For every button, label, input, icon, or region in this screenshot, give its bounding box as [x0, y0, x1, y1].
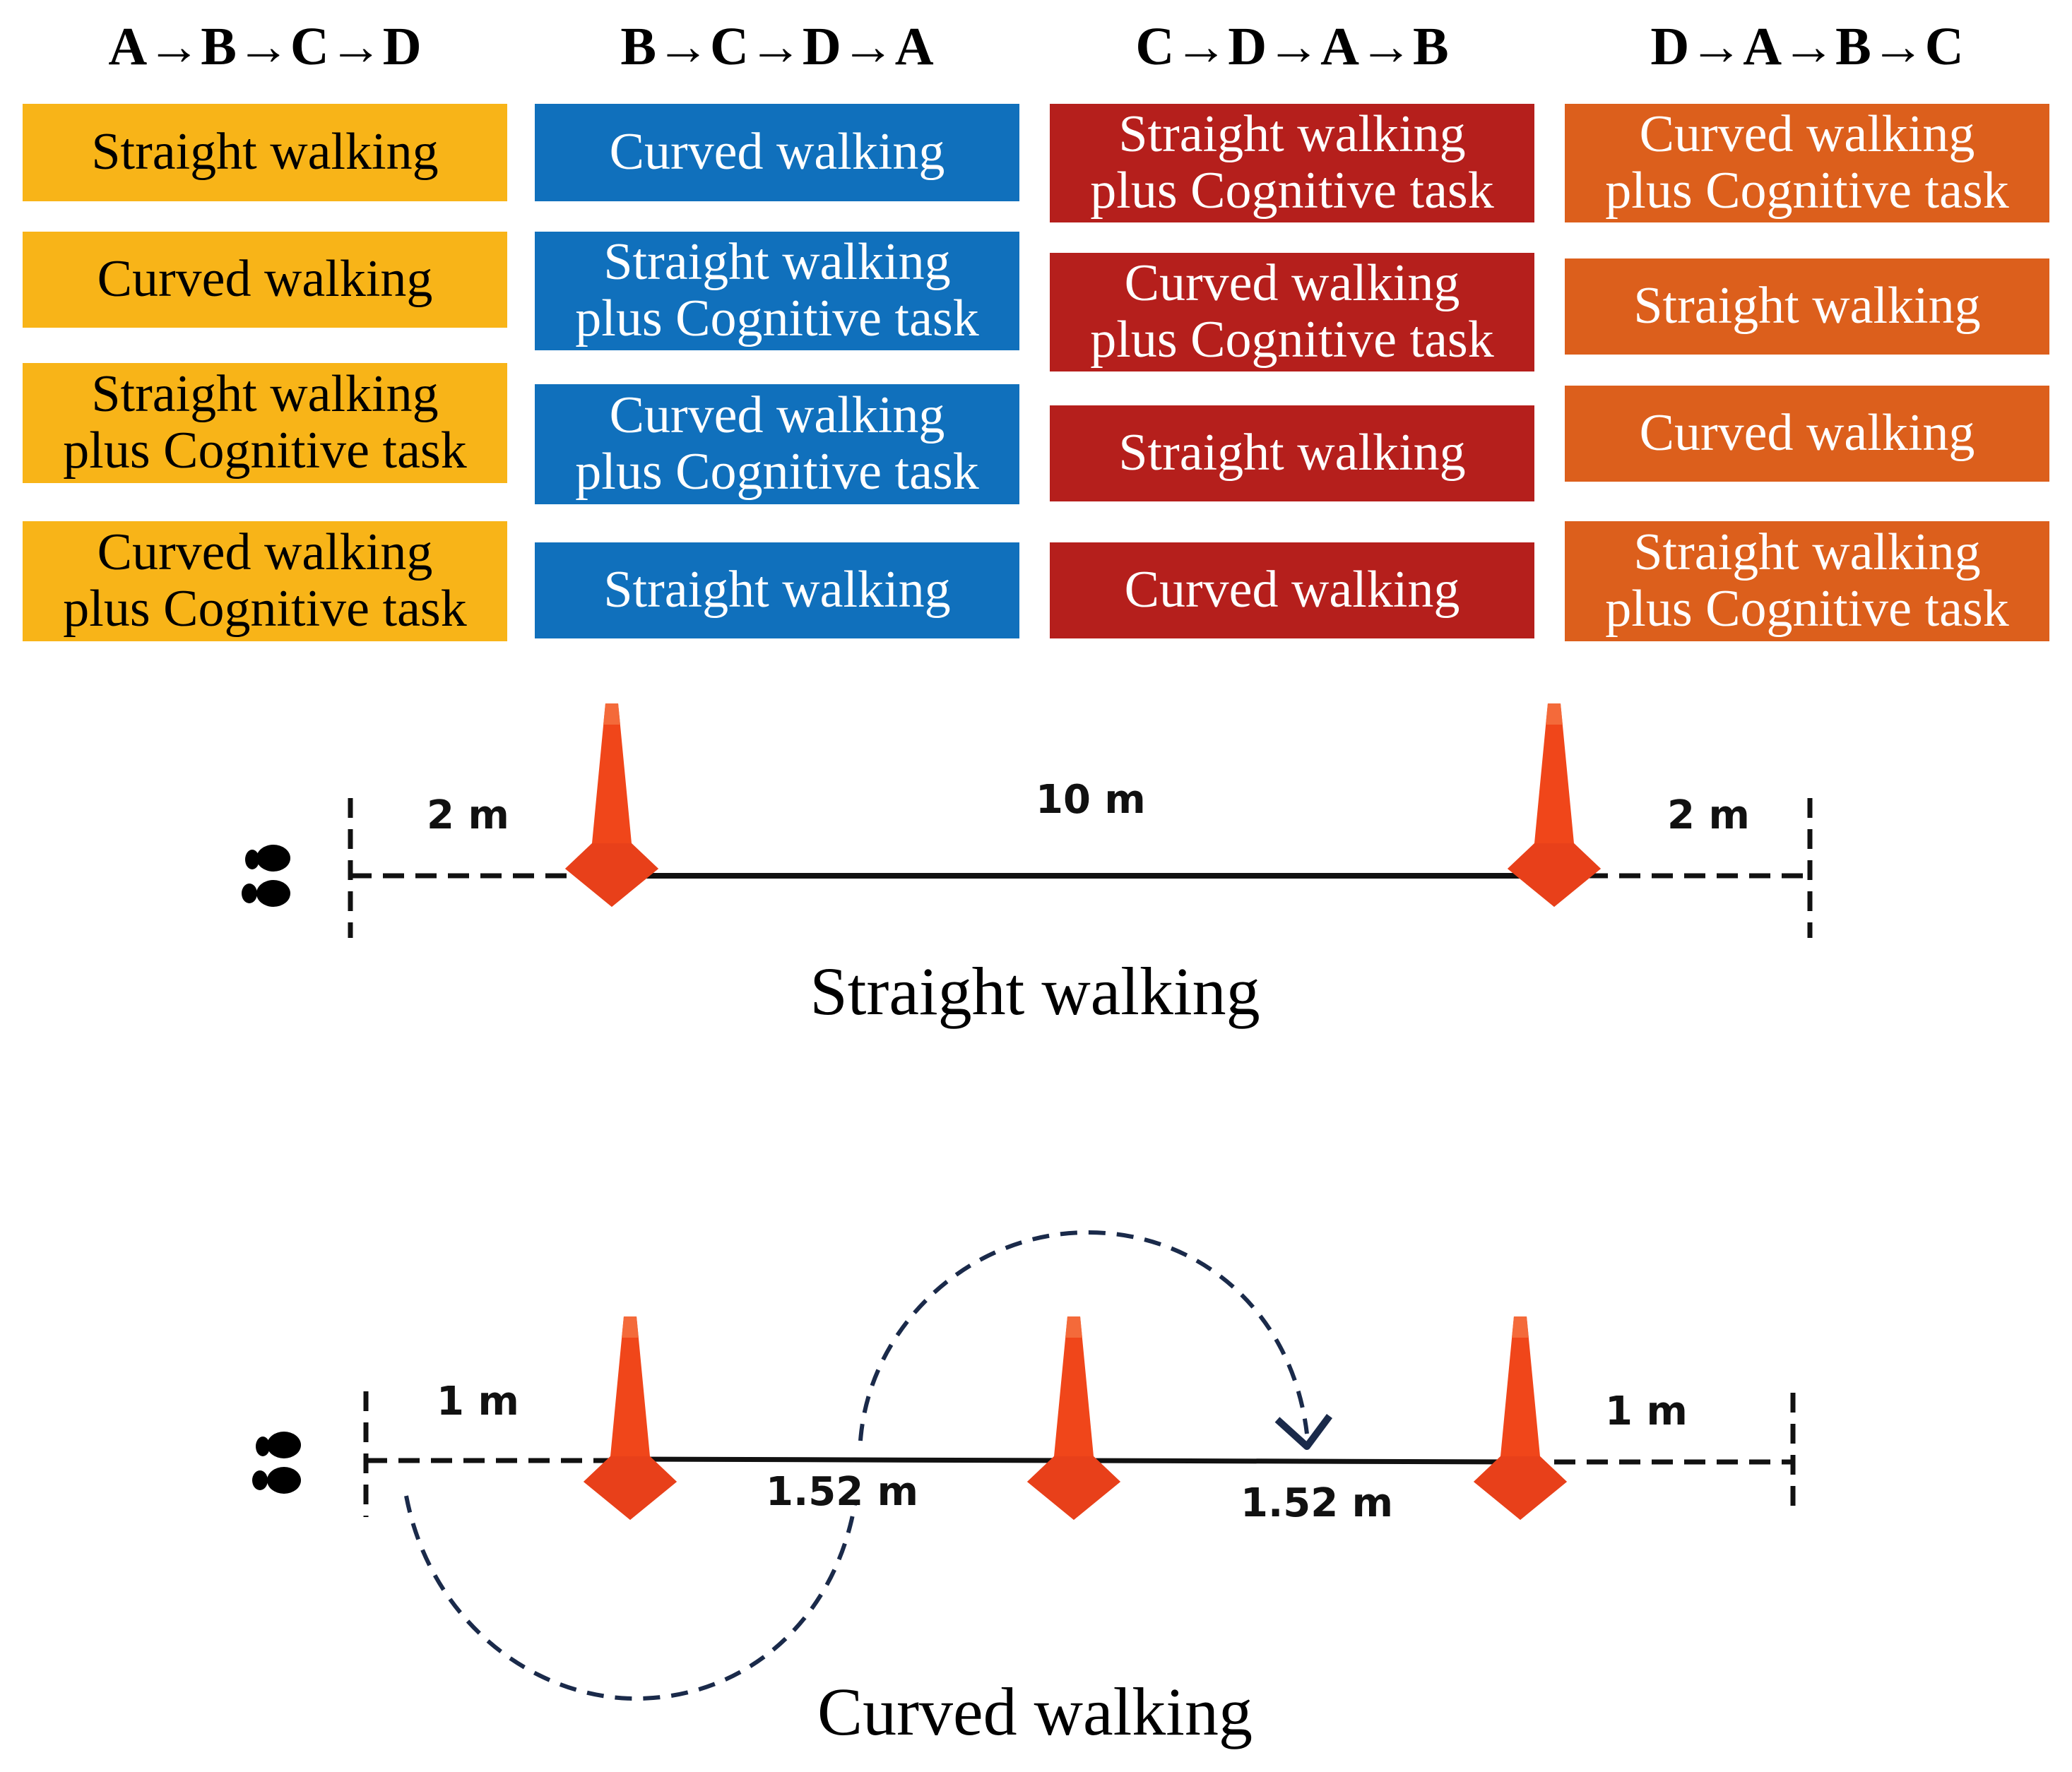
- condition-box: Straight walking: [23, 104, 507, 201]
- traffic-cone-icon: [1508, 703, 1601, 907]
- condition-box: Curved walking: [1565, 386, 2049, 482]
- column-header: C→D→A→B: [1135, 17, 1449, 76]
- traffic-cone-icon: [565, 703, 658, 907]
- condition-box: Straight walking plus Cognitive task: [535, 232, 1019, 350]
- condition-box: Straight walking: [1565, 258, 2049, 355]
- straight-walking-caption: Straight walking: [810, 953, 1260, 1029]
- column-header: A→B→C→D: [108, 17, 422, 76]
- condition-box: Straight walking plus Cognitive task: [23, 363, 507, 483]
- condition-box: Curved walking plus Cognitive task: [23, 521, 507, 641]
- distance-label-segment-2: 1.52 m: [1241, 1480, 1394, 1526]
- footprints-icon: [242, 845, 290, 907]
- distance-label-segment-1: 1.52 m: [766, 1469, 919, 1515]
- column-header: B→C→D→A: [620, 17, 934, 76]
- distance-label-end: 1 m: [1605, 1389, 1688, 1434]
- condition-box: Straight walking plus Cognitive task: [1565, 521, 2049, 641]
- condition-box: Curved walking: [23, 232, 507, 328]
- distance-label-end: 2 m: [1667, 792, 1750, 838]
- curved-course: [252, 1230, 1796, 1701]
- curved-route-lower: [404, 1495, 857, 1701]
- traffic-cone-icon: [1027, 1316, 1120, 1520]
- straight-course: [242, 703, 1813, 938]
- curved-walking-caption: Curved walking: [817, 1674, 1253, 1749]
- condition-box: Curved walking: [1050, 542, 1534, 638]
- traffic-cone-icon: [1474, 1316, 1567, 1520]
- distance-label-start: 2 m: [427, 792, 509, 838]
- distance-label-middle: 10 m: [1036, 777, 1146, 823]
- condition-box: Curved walking plus Cognitive task: [1050, 253, 1534, 371]
- condition-box: Curved walking: [535, 104, 1019, 201]
- traffic-cone-icon: [584, 1316, 677, 1520]
- condition-box: Straight walking plus Cognitive task: [1050, 104, 1534, 222]
- condition-box: Curved walking plus Cognitive task: [535, 384, 1019, 504]
- distance-label-start: 1 m: [437, 1379, 519, 1425]
- condition-box: Straight walking: [535, 542, 1019, 638]
- column-header: D→A→B→C: [1650, 17, 1964, 76]
- footprints-icon: [252, 1432, 301, 1494]
- condition-box: Curved walking plus Cognitive task: [1565, 104, 2049, 222]
- arrowhead-icon: [1274, 1414, 1333, 1450]
- condition-box: Straight walking: [1050, 405, 1534, 501]
